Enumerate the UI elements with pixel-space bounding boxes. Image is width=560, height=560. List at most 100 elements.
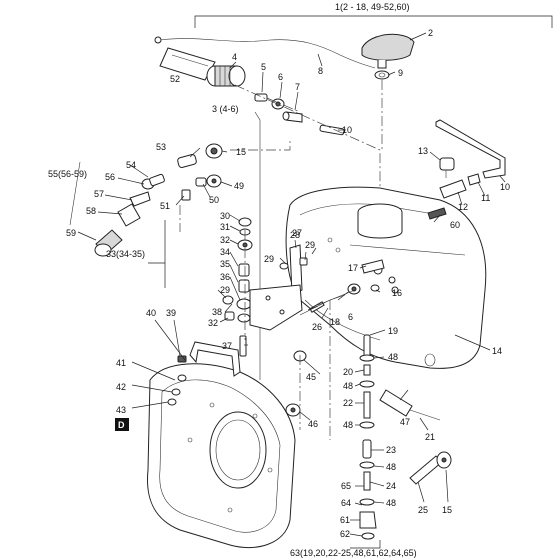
callout-37: 37	[222, 341, 232, 351]
fitting-56	[141, 173, 165, 190]
callout-52: 52	[170, 74, 180, 84]
pipe-10	[319, 124, 345, 136]
callout-12: 12	[458, 202, 468, 212]
callout-41: 41	[116, 358, 126, 368]
callout-3: 3 (4-6)	[212, 104, 239, 114]
fitting-16	[370, 284, 380, 292]
callout-30: 30	[220, 211, 230, 221]
leader-lines	[77, 32, 506, 549]
callout-33: 33(34-35)	[106, 249, 145, 259]
callout-18: 18	[330, 317, 340, 327]
callout-22: 22	[343, 398, 353, 408]
callout-6: 6	[278, 72, 283, 82]
callout-16: 16	[392, 288, 402, 298]
fuel-tank	[285, 186, 487, 369]
callout-26: 26	[312, 322, 322, 332]
callout-31: 31	[220, 222, 230, 232]
callout-48b: 48	[343, 381, 353, 391]
fitting-7	[282, 111, 303, 123]
callout-29c: 29	[305, 240, 315, 250]
fuel-line-assembly	[359, 334, 377, 540]
callout-38: 38	[212, 307, 222, 317]
callout-48a: 48	[388, 352, 398, 362]
filter-bag	[159, 47, 216, 81]
callout-55: 55(56-59)	[48, 169, 87, 179]
callout-25: 25	[418, 505, 428, 515]
callout-14: 14	[492, 346, 502, 356]
callout-46: 46	[308, 419, 318, 429]
assembly-bracket-top: 1(2 - 18, 49-52,60)	[194, 2, 553, 28]
fitting-17	[361, 259, 385, 274]
callout-5: 5	[261, 62, 266, 72]
fuel-cap	[361, 33, 415, 80]
callout-27: 27	[292, 228, 302, 238]
callout-8: 8	[318, 66, 323, 76]
filter-59	[94, 229, 123, 257]
callout-15: 15	[236, 147, 246, 157]
fitting-6	[271, 98, 285, 110]
elbow-57	[129, 191, 151, 207]
view-marker-box	[115, 418, 129, 431]
callout-labels: 2 4 52 5 6 7 8 9 3 (4-6) 10 13 10 11 12 …	[48, 28, 510, 558]
callout-32a: 32	[220, 235, 230, 245]
callout-17: 17	[348, 263, 358, 273]
grommet-49	[206, 174, 222, 188]
bolt-27	[299, 257, 308, 266]
handle-40	[189, 341, 241, 377]
callout-15b: 15	[442, 505, 452, 515]
flywheel-cover	[146, 363, 296, 548]
callout-11: 11	[481, 193, 490, 203]
callout-29b: 29	[264, 254, 274, 264]
callout-53: 53	[156, 142, 166, 152]
breather-pipe	[435, 119, 506, 179]
callout-39: 39	[166, 308, 176, 318]
callout-47: 47	[400, 417, 410, 427]
callout-57: 57	[94, 189, 104, 199]
callout-43: 43	[116, 405, 126, 415]
screw-51	[181, 189, 191, 201]
callout-40: 40	[146, 308, 156, 318]
hardware-stack	[222, 217, 253, 323]
view-marker: D	[118, 420, 125, 430]
callout-60: 60	[450, 220, 460, 230]
hose-47	[379, 389, 441, 421]
callout-35: 35	[220, 259, 230, 269]
grommet-46	[285, 403, 301, 417]
fitting-53	[177, 154, 197, 168]
footer-label: 63(19,20,22-25,48,61,62,64,65)	[290, 548, 417, 558]
callout-42: 42	[116, 382, 126, 392]
callout-54: 54	[126, 160, 136, 170]
callout-21: 21	[425, 432, 435, 442]
callout-51: 51	[160, 201, 170, 211]
callout-48d: 48	[386, 462, 396, 472]
callout-28: 28	[290, 230, 300, 240]
grommet-15-lower	[436, 451, 452, 469]
callout-10: 10	[342, 125, 352, 135]
callout-61: 61	[340, 515, 350, 525]
callout-50: 50	[209, 195, 219, 205]
callout-23: 23	[386, 445, 396, 455]
mounting-bracket	[249, 244, 303, 331]
callout-9: 9	[398, 68, 403, 78]
callout-32b: 32	[208, 318, 218, 328]
cap-tether	[159, 38, 376, 69]
callout-45: 45	[306, 372, 316, 382]
callout-36: 36	[220, 272, 230, 282]
callout-64: 64	[341, 498, 351, 508]
callout-7: 7	[295, 82, 300, 92]
callout-2: 2	[428, 28, 433, 38]
assembly-label: 1(2 - 18, 49-52,60)	[335, 2, 410, 12]
grommet-15	[205, 143, 223, 159]
callout-65: 65	[341, 481, 351, 491]
callout-62: 62	[340, 529, 350, 539]
fitting-12	[439, 179, 467, 199]
hose-58	[117, 203, 141, 227]
callout-19: 19	[388, 326, 398, 336]
callout-13: 13	[418, 146, 428, 156]
callout-29a: 29	[220, 285, 230, 295]
fuel-filter	[206, 65, 246, 87]
fitting-5	[254, 93, 268, 102]
callout-49: 49	[234, 181, 244, 191]
callout-6b: 6	[348, 312, 353, 322]
